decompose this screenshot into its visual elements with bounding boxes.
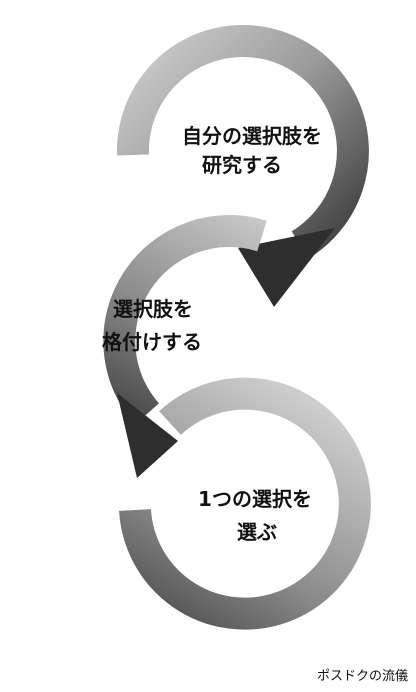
cycle-ring-2 bbox=[103, 215, 267, 478]
cycle-ring-1 bbox=[116, 24, 369, 307]
arrowhead-2 bbox=[117, 393, 178, 478]
step-3-label-line2: 選ぶ bbox=[237, 520, 277, 544]
step-1-label-line2: 研究する bbox=[202, 153, 282, 177]
step-3-label: 1つの選択を bbox=[198, 487, 312, 511]
cycle-ring-3 bbox=[119, 377, 371, 630]
credit-text: ポスドクの流儀 bbox=[316, 669, 408, 684]
step-2-label: 選択肢を bbox=[113, 297, 193, 321]
step-1-label: 自分の選択肢を bbox=[182, 124, 322, 148]
arrowhead-1 bbox=[238, 228, 335, 307]
step-2-label-line2: 格付けする bbox=[102, 330, 202, 354]
